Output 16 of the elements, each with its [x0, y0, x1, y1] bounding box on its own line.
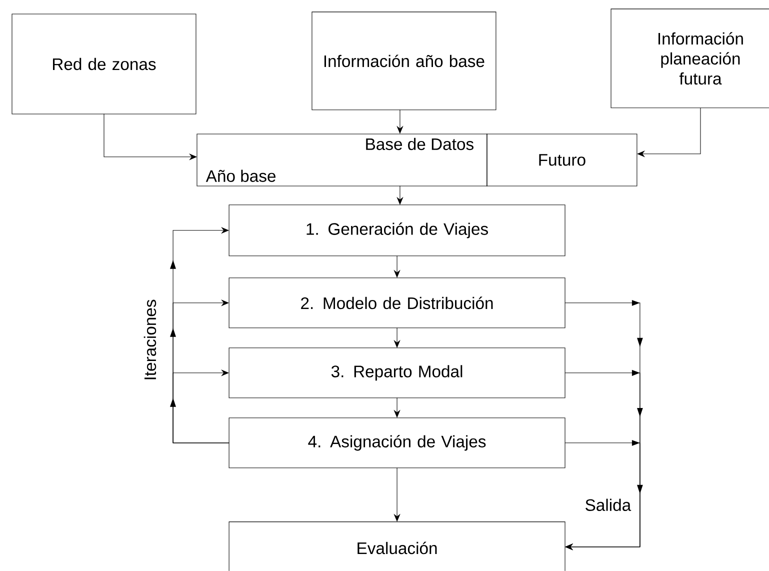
arrow	[637, 108, 701, 158]
process-box: 1. Generación de Viajes	[228, 204, 566, 256]
process-box: 4. Asignación de Viajes	[228, 418, 566, 468]
process-box: 3. Reparto Modal	[228, 348, 566, 398]
process-box: Red de zonas	[12, 14, 196, 114]
process-box: Información año base	[312, 12, 496, 110]
table-cell: Futuro	[486, 134, 638, 186]
text-label: Salida	[583, 498, 632, 512]
arrow	[396, 186, 404, 205]
process-box: Evaluación	[228, 522, 566, 571]
arrow	[170, 227, 230, 444]
process-box: Información planeación futura	[610, 8, 769, 108]
process-box: 2. Modelo de Distribución	[228, 278, 566, 328]
text-label: Iteraciones	[142, 298, 158, 382]
table-cell: Base de Datos Año base	[196, 134, 488, 186]
arrow	[564, 440, 643, 550]
